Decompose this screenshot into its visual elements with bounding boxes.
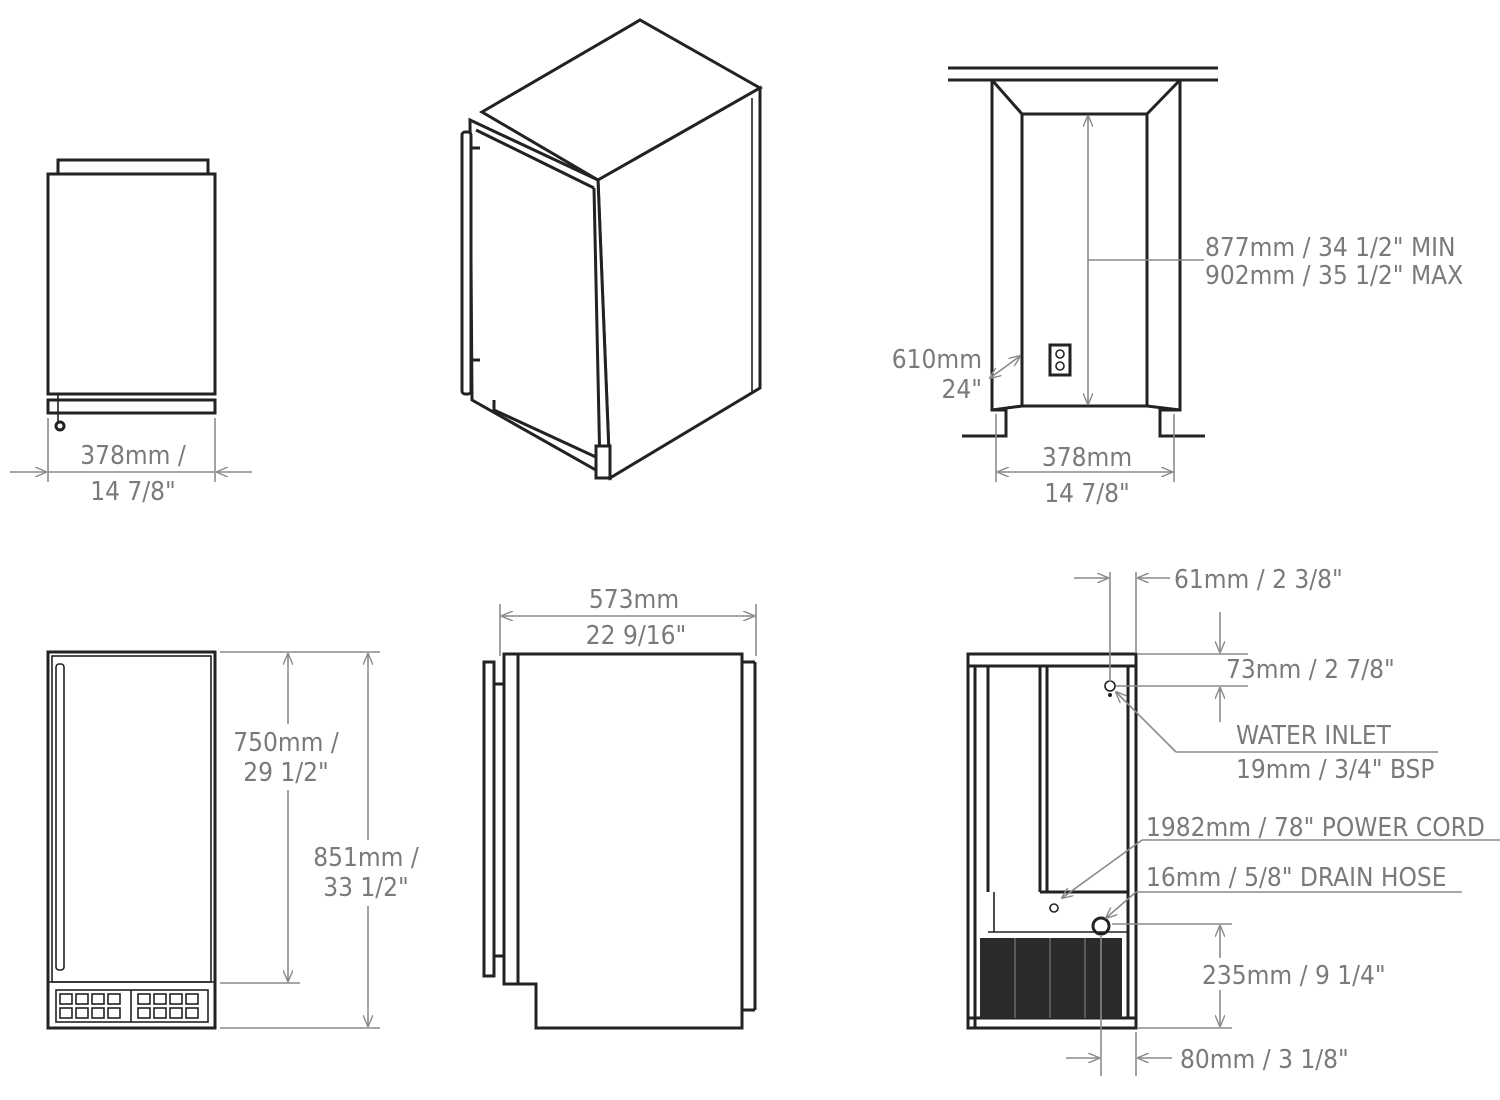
rear-drain-height: 235mm / 9 1/4"	[1202, 961, 1386, 991]
install-depth-in: 24"	[941, 375, 982, 405]
rear-inlet-offset-y: 73mm / 2 7/8"	[1226, 655, 1395, 685]
rear-water-inlet-label: WATER INLET	[1236, 721, 1392, 751]
side-view: 573mm 22 9/16"	[482, 585, 757, 1030]
rear-water-inlet-size: 19mm / 3/4" BSP	[1236, 755, 1434, 785]
rear-power-cord: 1982mm / 78" POWER CORD	[1146, 813, 1485, 843]
front-grille	[55, 989, 209, 1023]
isometric-view	[460, 18, 764, 481]
front-total-height-mm: 851mm /	[313, 843, 419, 873]
rear-grille	[980, 938, 1122, 1018]
rear-drain-offset-x: 80mm / 3 1/8"	[1180, 1045, 1349, 1075]
rear-view: 61mm / 2 3/8" 73mm / 2 7/8" WATER INLET …	[966, 565, 1500, 1076]
top-width-mm: 378mm /	[80, 441, 186, 471]
side-depth-in: 22 9/16"	[586, 621, 686, 651]
front-door-height-in: 29 1/2"	[243, 758, 329, 788]
rear-inlet-offset-x: 61mm / 2 3/8"	[1174, 565, 1343, 595]
front-door-height-mm: 750mm /	[233, 728, 339, 758]
install-height-min: 877mm / 34 1/2" MIN	[1205, 233, 1456, 263]
front-view: 750mm / 29 1/2" 851mm / 33 1/2"	[46, 650, 428, 1030]
install-width-in: 14 7/8"	[1044, 479, 1130, 509]
front-total-height-in: 33 1/2"	[323, 873, 409, 903]
top-width-in: 14 7/8"	[90, 477, 176, 507]
side-depth-mm: 573mm	[589, 585, 679, 615]
install-height-max: 902mm / 35 1/2" MAX	[1205, 261, 1463, 291]
installation-view: 877mm / 34 1/2" MIN 902mm / 35 1/2" MAX …	[892, 66, 1463, 509]
install-depth-mm: 610mm	[892, 345, 982, 375]
top-view: 378mm / 14 7/8"	[10, 158, 252, 507]
install-width-mm: 378mm	[1042, 443, 1132, 473]
rear-drain-hose: 16mm / 5/8" DRAIN HOSE	[1146, 863, 1447, 893]
